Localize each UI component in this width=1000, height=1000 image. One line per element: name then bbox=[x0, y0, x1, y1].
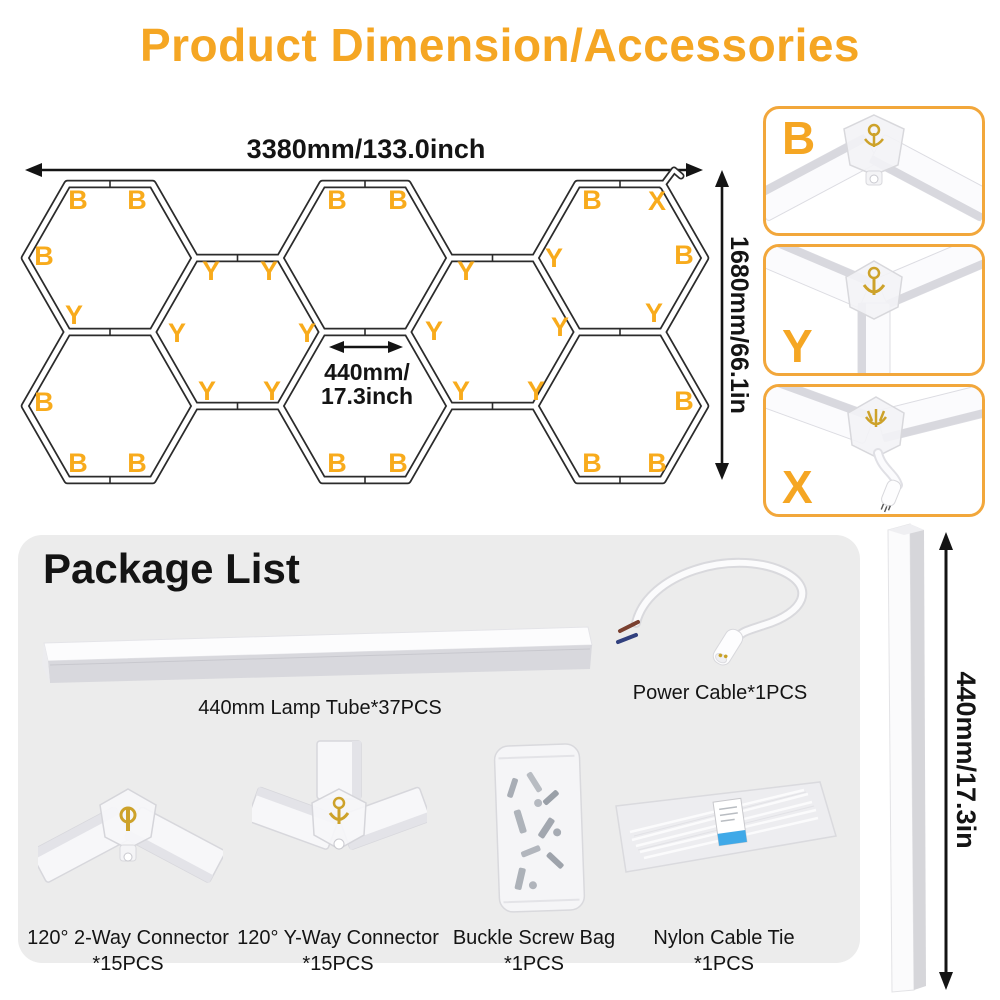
card-letter-x: X bbox=[782, 461, 813, 513]
connector-type-label-y: Y bbox=[551, 312, 569, 342]
connector-type-label-y: Y bbox=[457, 256, 475, 286]
y-way-connector-photo bbox=[252, 740, 427, 850]
buckle-screw-bag-caption: Buckle Screw Bag bbox=[452, 927, 616, 949]
card-letter-y: Y bbox=[782, 320, 813, 372]
connector-type-label-b: B bbox=[582, 185, 602, 215]
width-dimension-label: 3380mm/133.0inch bbox=[247, 134, 486, 164]
buckle-screw-bag-qty: *1PCS bbox=[503, 953, 565, 975]
card-letter-b: B bbox=[782, 112, 816, 164]
lamp-tube-photo bbox=[42, 626, 593, 683]
y-way-connector-caption: 120° Y-Way Connector bbox=[237, 927, 439, 949]
two-way-connector-caption: 120° 2-Way Connector bbox=[27, 927, 229, 949]
connector-type-label-y: Y bbox=[298, 318, 316, 348]
nylon-cable-tie-caption: Nylon Cable Tie bbox=[653, 927, 795, 949]
height-dimension-arrow: 1680mm/66.1in bbox=[715, 170, 753, 480]
page-title: Product Dimension/Accessories bbox=[139, 19, 861, 71]
tube-seam-ticks bbox=[109, 180, 621, 484]
hex-grid-dimension-diagram: 3380mm/133.0inch 1680mm/66.1in 440mm/ 17… bbox=[20, 134, 753, 485]
tube-height-label: 440mm/17.3in bbox=[951, 671, 981, 848]
connector-type-label-b: B bbox=[647, 448, 667, 478]
connector-type-label-b: B bbox=[674, 386, 694, 416]
connector-card-b: B bbox=[763, 106, 985, 236]
vertical-lamp-tube bbox=[887, 523, 915, 993]
lamp-tube-caption: 440mm Lamp Tube*37PCS bbox=[198, 697, 442, 719]
cell-width-label-line1: 440mm/ bbox=[324, 359, 410, 385]
buckle-screw-bag-photo bbox=[493, 743, 586, 913]
vertical-tube-dimension: 440mm/17.3in bbox=[887, 523, 981, 993]
connector-type-label-b: B bbox=[68, 185, 88, 215]
power-plug bbox=[880, 479, 902, 513]
connector-card-y: Y bbox=[763, 244, 985, 376]
package-list-heading: Package List bbox=[43, 545, 300, 592]
power-cable-photo bbox=[616, 557, 808, 666]
connector-card-x: X bbox=[763, 384, 985, 517]
two-way-connector-photo bbox=[38, 788, 223, 884]
y-connector-photo bbox=[766, 247, 982, 373]
connector-type-label-x: X bbox=[648, 186, 666, 216]
connector-type-label-y: Y bbox=[645, 298, 663, 328]
connector-type-label-y: Y bbox=[202, 256, 220, 286]
connector-type-label-y: Y bbox=[263, 376, 281, 406]
connector-type-label-y: Y bbox=[425, 316, 443, 346]
connector-type-label-b: B bbox=[127, 185, 147, 215]
tube-height-arrow bbox=[939, 532, 953, 990]
hexagon-grid bbox=[20, 166, 710, 485]
cell-width-dimension-arrow: 440mm/ 17.3inch bbox=[321, 341, 413, 409]
connector-type-label-y: Y bbox=[198, 376, 216, 406]
power-cable-caption: Power Cable*1PCS bbox=[632, 682, 808, 704]
nylon-cable-tie-photo bbox=[615, 781, 837, 873]
connector-type-label-b: B bbox=[34, 387, 54, 417]
gold-contacts bbox=[862, 279, 886, 295]
connector-type-label-y: Y bbox=[260, 256, 278, 286]
connector-type-label-b: B bbox=[582, 448, 602, 478]
connector-type-label-y: Y bbox=[527, 376, 545, 406]
gold-contacts bbox=[864, 133, 884, 147]
cell-width-label-line2: 17.3inch bbox=[321, 383, 413, 409]
connector-type-label-b: B bbox=[388, 448, 408, 478]
connector-type-label-b: B bbox=[327, 185, 347, 215]
y-way-connector-qty: *15PCS bbox=[302, 953, 374, 975]
connector-type-label-b: B bbox=[327, 448, 347, 478]
cable-plug bbox=[712, 628, 744, 666]
bag-label bbox=[712, 797, 748, 847]
connector-type-label-y: Y bbox=[168, 318, 186, 348]
height-dimension-label: 1680mm/66.1in bbox=[725, 236, 753, 414]
connector-type-label-b: B bbox=[127, 448, 147, 478]
x-connector-photo bbox=[766, 387, 982, 513]
connector-type-label-y: Y bbox=[452, 376, 470, 406]
nylon-cable-tie-qty: *1PCS bbox=[693, 953, 755, 975]
connector-type-label-b: B bbox=[68, 448, 88, 478]
b-connector-photo bbox=[766, 114, 982, 222]
connector-type-label-y: Y bbox=[65, 300, 83, 330]
package-list-panel: Package List 440mm Lamp Tube*37PCS Power… bbox=[18, 535, 860, 975]
connector-type-label-b: B bbox=[674, 240, 694, 270]
connector-type-label-b: B bbox=[34, 241, 54, 271]
two-way-connector-qty: *15PCS bbox=[92, 953, 164, 975]
connector-type-label-y: Y bbox=[545, 243, 563, 273]
connector-type-label-b: B bbox=[388, 185, 408, 215]
width-dimension-arrow: 3380mm/133.0inch bbox=[25, 134, 703, 177]
gold-contacts bbox=[864, 409, 888, 427]
